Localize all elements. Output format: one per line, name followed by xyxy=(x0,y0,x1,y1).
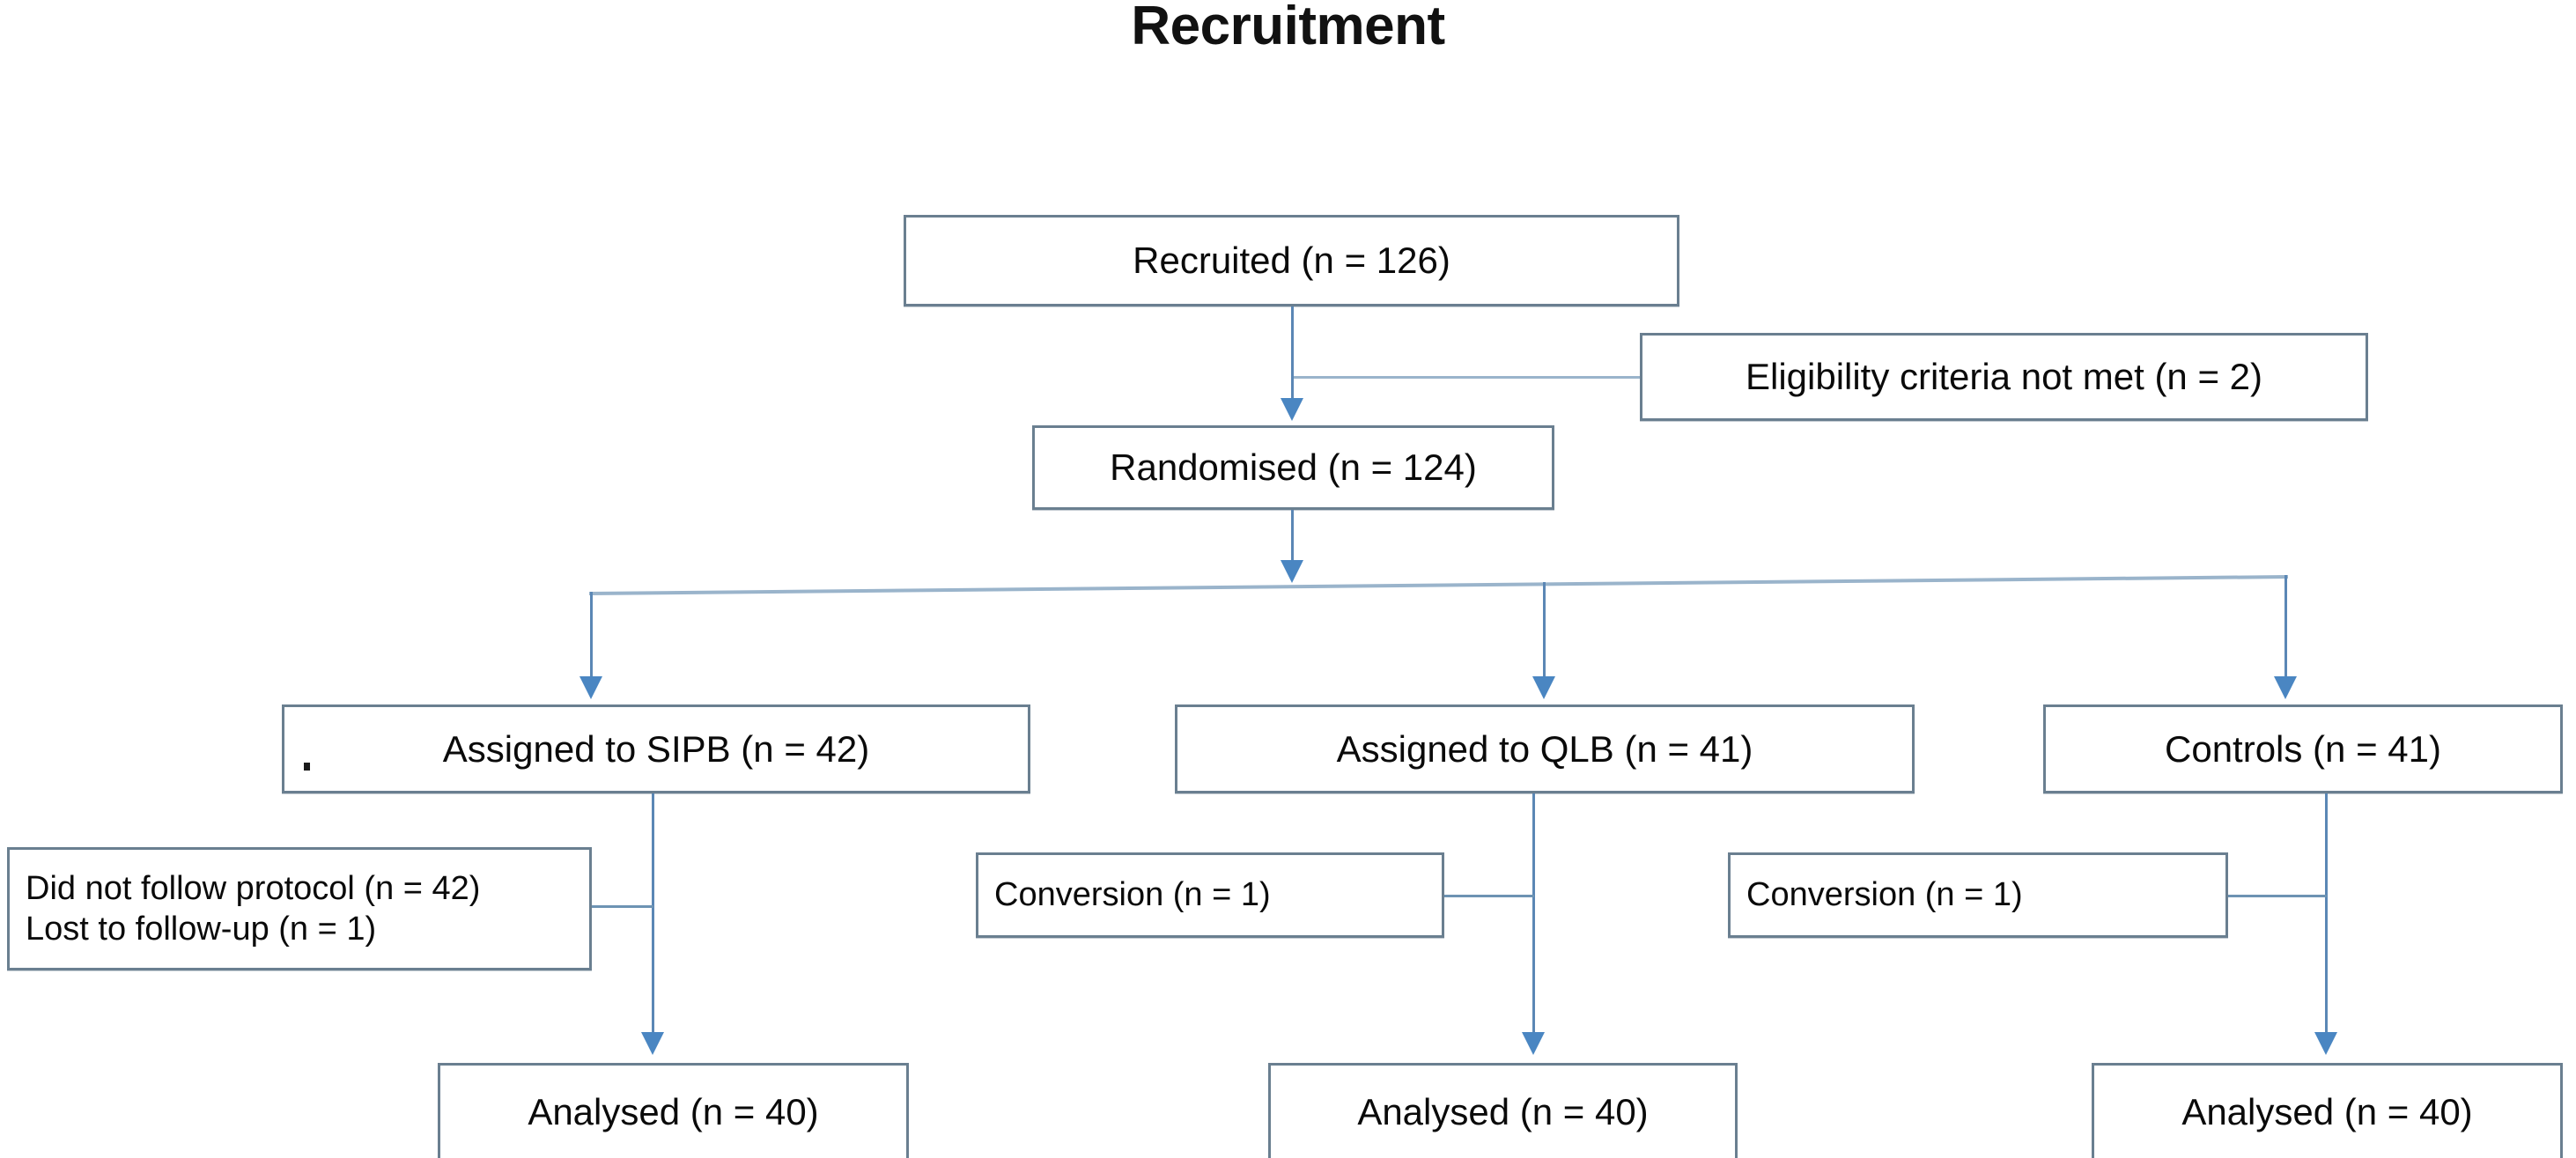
connector-sipb-to-exclusions xyxy=(592,905,653,908)
node-assigned-qlb: Assigned to QLB (n = 41) xyxy=(1175,704,1915,793)
node-sipb-exclusion-line-1: Did not follow protocol (n = 42) xyxy=(26,869,481,907)
node-qlb-exclusion-label: Conversion (n = 1) xyxy=(994,876,1271,914)
node-controls: Controls (n = 41) xyxy=(2043,704,2563,793)
connector-qlb-to-analysed xyxy=(1532,793,1535,1044)
node-randomised: Randomised (n = 124) xyxy=(1032,425,1554,510)
arrowhead-randomised xyxy=(1281,398,1303,421)
node-analysed-qlb: Analysed (n = 40) xyxy=(1268,1063,1738,1158)
node-eligibility-excluded: Eligibility criteria not met (n = 2) xyxy=(1640,333,2368,421)
node-controls-exclusions: Conversion (n = 1) xyxy=(1728,852,2228,938)
node-analysed-controls-label: Analysed (n = 40) xyxy=(2181,1091,2473,1133)
connector-randomised-down xyxy=(1291,510,1294,573)
connector-controls-to-analysed xyxy=(2325,793,2328,1044)
arrowhead-analysed-sipb xyxy=(641,1032,664,1055)
node-analysed-sipb: Analysed (n = 40) xyxy=(438,1063,909,1158)
connector-recruited-to-eligibility xyxy=(1294,376,1641,379)
node-assigned-qlb-label: Assigned to QLB (n = 41) xyxy=(1336,727,1753,770)
connector-recruited-to-randomised xyxy=(1291,306,1294,403)
arrowhead-controls xyxy=(2274,676,2297,699)
connector-qlb-to-exclusions xyxy=(1444,895,1534,897)
node-eligibility-label: Eligibility criteria not met (n = 2) xyxy=(1745,356,2263,398)
connector-split-to-sipb xyxy=(590,592,593,690)
connector-split-bar xyxy=(588,571,2289,595)
node-controls-label: Controls (n = 41) xyxy=(2165,727,2441,770)
node-assigned-sipb: Assigned to SIPB (n = 42) xyxy=(282,704,1030,793)
node-qlb-exclusions: Conversion (n = 1) xyxy=(976,852,1444,938)
page-title: Recruitment xyxy=(1131,0,1445,56)
arrowhead-analysed-controls xyxy=(2314,1032,2337,1055)
connector-split-to-qlb xyxy=(1543,582,1546,690)
node-randomised-label: Randomised (n = 124) xyxy=(1110,446,1477,489)
scan-artifact-speck xyxy=(304,763,310,771)
node-controls-exclusion-label: Conversion (n = 1) xyxy=(1746,876,2023,914)
node-analysed-controls: Analysed (n = 40) xyxy=(2092,1063,2563,1158)
arrowhead-analysed-qlb xyxy=(1522,1032,1545,1055)
connector-controls-to-exclusions xyxy=(2228,895,2327,897)
connector-split-to-controls xyxy=(2284,575,2287,690)
node-analysed-sipb-label: Analysed (n = 40) xyxy=(528,1091,819,1133)
arrowhead-qlb xyxy=(1532,676,1555,699)
node-assigned-sipb-label: Assigned to SIPB (n = 42) xyxy=(442,727,870,770)
node-analysed-qlb-label: Analysed (n = 40) xyxy=(1357,1091,1649,1133)
node-sipb-exclusions: Did not follow protocol (n = 42) Lost to… xyxy=(7,847,592,970)
connector-sipb-to-analysed xyxy=(652,793,654,1044)
arrowhead-split xyxy=(1281,560,1303,583)
arrowhead-sipb xyxy=(579,676,602,699)
node-sipb-exclusion-line-2: Lost to follow-up (n = 1) xyxy=(26,911,377,948)
node-recruited: Recruited (n = 126) xyxy=(904,215,1679,306)
node-recruited-label: Recruited (n = 126) xyxy=(1133,240,1450,282)
